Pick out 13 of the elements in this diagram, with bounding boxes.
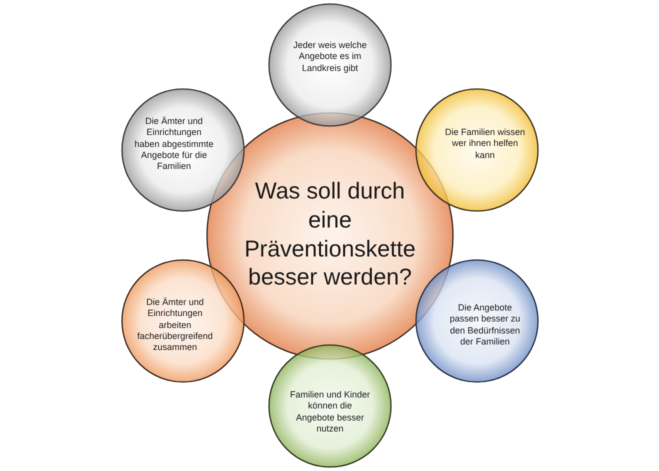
goal-bubble: [415, 88, 539, 212]
goal-bubble: [415, 259, 539, 383]
goal-bubble: [121, 259, 245, 383]
goal-text: Jeder weis welche Angebote es im Landkreis gibt: [292, 40, 368, 74]
goal-bubble: [121, 88, 245, 212]
goal-text: Familien und Kinder können die Angebote besser nutzen: [289, 390, 371, 434]
goal-text: Die Angebote passen besser zu den Bedürfnissen der Familien: [448, 302, 522, 348]
question-text: Was soll durch eine Präventionskette besser werden?: [243, 176, 417, 292]
goal-text: Die Familien wissen wer ihnen helfen kann: [444, 127, 526, 161]
goal-bubble: [268, 344, 392, 468]
goal-text: Die Ämter und Einrichtungen arbeiten facherübergreifend zusammen: [136, 296, 214, 354]
goal-text: Die Ämter und Einrichtungen haben abgestimmte Angebote für die Familien: [134, 116, 214, 172]
goal-bubble: [268, 3, 392, 127]
